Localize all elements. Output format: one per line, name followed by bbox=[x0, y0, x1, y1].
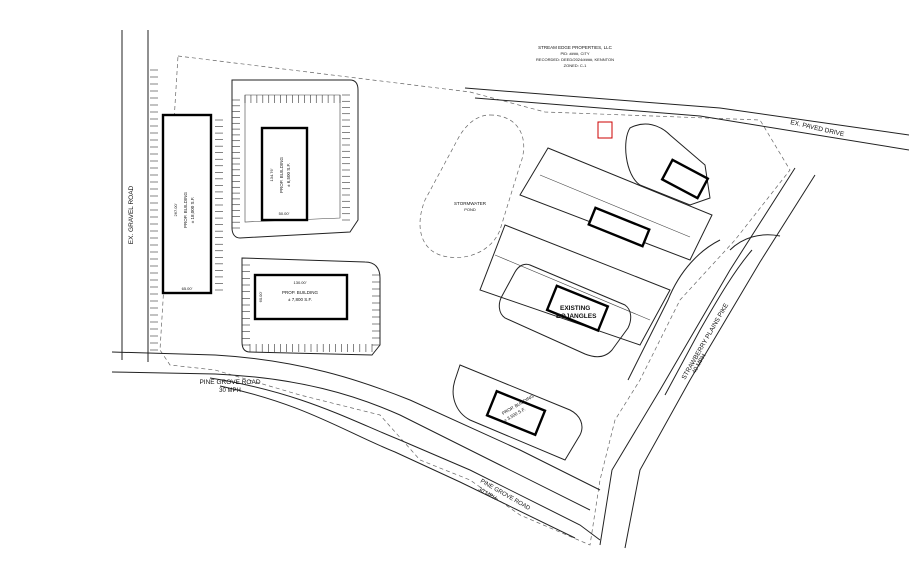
building-left: PROP. BUILDING ± 18,000 S.F. 267.00' 65.… bbox=[161, 113, 213, 295]
bojangles-name: BOJANGLES bbox=[556, 313, 597, 320]
building-center-top-area: ± 6,500 S.F. bbox=[286, 163, 291, 187]
building-center-bottom: PROP. BUILDING ± 7,800 S.F. 130.00' 60.0… bbox=[253, 273, 349, 321]
building-left-dim-long: 267.00' bbox=[173, 203, 178, 216]
pine-grove-road: PINE GROVE ROAD 30 MPH PINE GROVE ROAD 3… bbox=[111, 351, 601, 541]
building-center-top-outline bbox=[260, 126, 309, 222]
pine-grove-speed: 30 MPH bbox=[219, 388, 241, 394]
building-center-bottom-dim-short: 60.00' bbox=[258, 291, 263, 302]
building-center-bottom-outline bbox=[253, 273, 349, 321]
sign-marker bbox=[597, 121, 613, 139]
parking-top-middle bbox=[231, 79, 359, 239]
parking-center-bottom bbox=[241, 257, 381, 356]
bojangles-outline bbox=[545, 284, 610, 333]
building-center-top-title: PROP. BUILDING bbox=[279, 157, 284, 193]
drive-loop bbox=[597, 121, 711, 206]
title-block: STREAM EDGE PROPERTIES, LLC PID: ####, C… bbox=[536, 45, 614, 68]
bojangles-title: EXISTING bbox=[560, 305, 590, 312]
pine-grove-label: PINE GROVE ROAD bbox=[199, 379, 260, 386]
pond-label: STORMWATER bbox=[454, 201, 487, 206]
paved-drive: EX. PAVED DRIVE bbox=[464, 87, 909, 151]
building-bottom-outline bbox=[485, 389, 547, 437]
parking-stalls bbox=[150, 69, 380, 352]
building-left-title: PROP. BUILDING bbox=[183, 192, 188, 228]
property-boundary bbox=[159, 55, 791, 546]
building-right-drive-outline bbox=[660, 158, 710, 200]
pond-sub-label: POND bbox=[464, 207, 476, 212]
building-right-top bbox=[587, 206, 651, 248]
zoned-text: ZONED: C-1 bbox=[564, 63, 587, 68]
building-center-bottom-area: ± 7,800 S.F. bbox=[288, 297, 312, 302]
building-left-area: ± 18,000 S.F. bbox=[190, 197, 195, 224]
gravel-road-label: EX. GRAVEL ROAD bbox=[128, 185, 135, 244]
owner-text: STREAM EDGE PROPERTIES, LLC bbox=[538, 45, 612, 50]
building-center-top: PROP. BUILDING ± 6,500 S.F. 134.76' 50.0… bbox=[260, 126, 309, 222]
building-center-bottom-dim-long: 130.00' bbox=[294, 280, 307, 285]
building-center-top-dim-long: 134.76' bbox=[269, 168, 274, 181]
pid-text: PID: ####, CITY bbox=[560, 51, 589, 56]
building-left-outline bbox=[161, 113, 213, 295]
building-bottom: PROP. BUILDING ± 3,500 S.F. bbox=[485, 389, 547, 437]
gravel-road: EX. GRAVEL ROAD bbox=[121, 30, 149, 362]
building-left-dim-short: 65.00' bbox=[182, 286, 193, 291]
building-right-top-outline bbox=[587, 206, 651, 248]
building-center-bottom-title: PROP. BUILDING bbox=[282, 290, 318, 295]
existing-bojangles: EXISTING BOJANGLES bbox=[498, 263, 632, 358]
parking-right bbox=[479, 147, 713, 346]
parking-bottom bbox=[452, 364, 583, 461]
building-center-top-dim-short: 50.00' bbox=[279, 211, 290, 216]
recorded-text: RECORDED: DEED/2024/####, KENNTON bbox=[536, 57, 614, 62]
stormwater-pond: STORMWATER POND bbox=[419, 114, 524, 258]
